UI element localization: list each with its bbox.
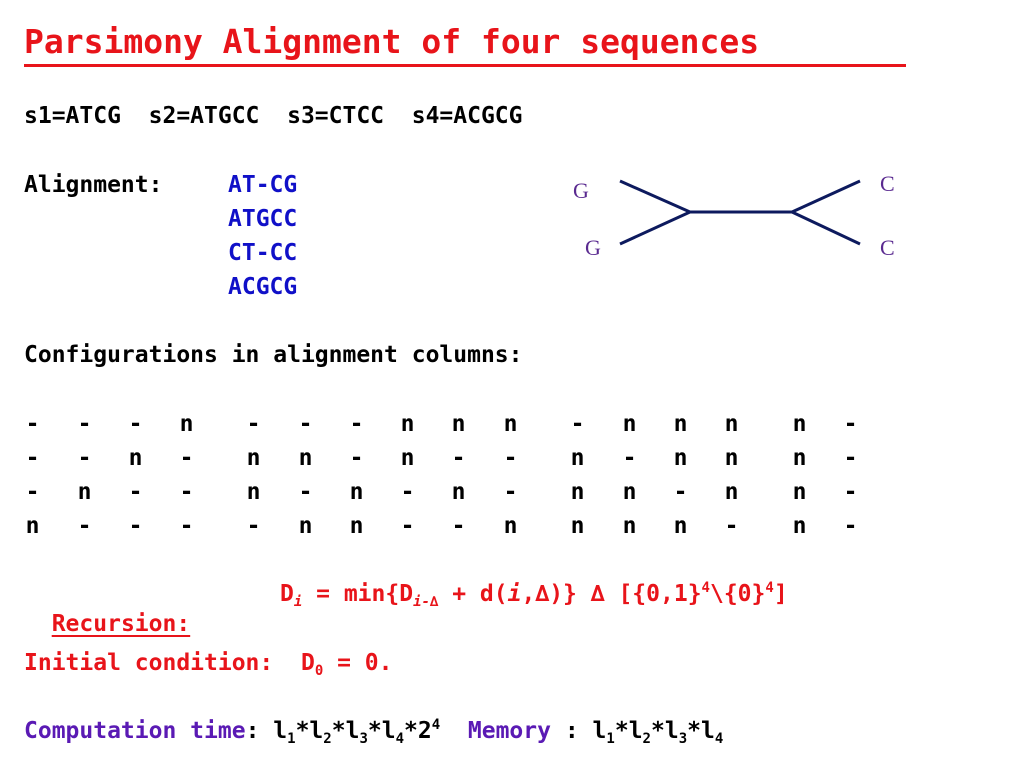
sequence-list: s1=ATCG s2=ATGCC s3=CTCC s4=ACGCG <box>24 103 523 129</box>
config-cell: - <box>451 513 466 539</box>
config-cell: - <box>179 479 194 505</box>
config-cell: n <box>349 513 364 539</box>
config-cell: n <box>246 445 261 471</box>
config-cell: n <box>503 513 518 539</box>
tree-leaf-label: G <box>585 235 601 260</box>
config-cell: n <box>724 411 739 437</box>
config-cell: n <box>792 411 807 437</box>
alignment-label: Alignment: <box>24 172 163 198</box>
recursion-equation: Di = min{Di-∆ + d(i,∆)} ∆ [{0,1}4\{0}4] <box>280 580 788 610</box>
config-cell: n <box>400 445 415 471</box>
config-cell: - <box>570 411 585 437</box>
config-cell: - <box>503 479 518 505</box>
config-cell: - <box>77 513 92 539</box>
configurations-heading: Configurations in alignment columns: <box>24 342 523 368</box>
config-cell: - <box>451 445 466 471</box>
config-cell: - <box>843 411 858 437</box>
config-cell: n <box>298 513 313 539</box>
page-title: Parsimony Alignment of four sequences <box>24 22 760 61</box>
config-cell: n <box>451 411 466 437</box>
config-cell: - <box>349 445 364 471</box>
config-cell: n <box>349 479 364 505</box>
computation-time-label: Computation time <box>24 718 246 744</box>
config-cell: n <box>503 411 518 437</box>
config-cell: - <box>179 445 194 471</box>
recursion-formula: Recursion: Di = min{Di-∆ + d(i,∆)} ∆ [{0… <box>24 579 788 669</box>
alignment-row-2: ATGCC <box>228 206 298 232</box>
alignment-row-3: CT-CC <box>228 240 298 266</box>
config-cell: n <box>570 513 585 539</box>
initial-condition-label: Initial condition: <box>24 650 274 676</box>
config-cell: - <box>673 479 688 505</box>
config-cell: - <box>128 479 143 505</box>
config-cell: n <box>451 479 466 505</box>
tree-leaf-label: G <box>573 178 589 203</box>
config-cell: - <box>503 445 518 471</box>
config-cell: n <box>570 445 585 471</box>
alignment-row-4: ACGCG <box>228 274 298 300</box>
config-cell: - <box>843 445 858 471</box>
config-cell: - <box>77 411 92 437</box>
config-cell: n <box>792 479 807 505</box>
config-cell: - <box>246 411 261 437</box>
recursion-label: Recursion: <box>51 611 191 637</box>
config-cell: n <box>673 411 688 437</box>
config-cell: - <box>25 445 40 471</box>
config-cell: - <box>77 445 92 471</box>
config-cell: - <box>298 411 313 437</box>
config-cell: - <box>298 479 313 505</box>
tree-branch-bottom-left <box>619 210 691 246</box>
config-cell: n <box>298 445 313 471</box>
config-cell: n <box>792 513 807 539</box>
computation-line: Computation time: l1*l2*l3*l4*24 Memory … <box>24 717 724 747</box>
config-cell: - <box>179 513 194 539</box>
config-cell: - <box>349 411 364 437</box>
memory-label: Memory <box>467 718 551 744</box>
tree-branch-top-left <box>619 179 691 214</box>
config-cell: n <box>622 479 637 505</box>
config-cell: n <box>792 445 807 471</box>
config-cell: - <box>25 411 40 437</box>
config-cell: n <box>128 445 143 471</box>
config-cell: n <box>673 445 688 471</box>
tree-branch-bottom-right <box>791 210 861 246</box>
config-cell: n <box>622 513 637 539</box>
config-cell: - <box>128 411 143 437</box>
config-cell: - <box>400 513 415 539</box>
tree-branch-top-right <box>791 179 861 214</box>
config-cell: - <box>128 513 143 539</box>
config-cell: n <box>25 513 40 539</box>
config-cell: - <box>843 513 858 539</box>
tree-leaf-label: C <box>880 171 895 196</box>
config-cell: - <box>246 513 261 539</box>
tree-leaf-label: C <box>880 235 895 260</box>
alignment-row-1: AT-CG <box>228 172 298 198</box>
config-cell: n <box>179 411 194 437</box>
config-cell: n <box>246 479 261 505</box>
config-cell: n <box>724 479 739 505</box>
title-underline <box>24 64 906 67</box>
initial-condition: Initial condition: D0 = 0. <box>24 650 393 679</box>
config-cell: n <box>570 479 585 505</box>
config-cell: n <box>724 445 739 471</box>
config-cell: - <box>400 479 415 505</box>
config-cell: n <box>400 411 415 437</box>
config-cell: n <box>622 411 637 437</box>
config-cell: n <box>673 513 688 539</box>
config-cell: n <box>77 479 92 505</box>
config-cell: - <box>843 479 858 505</box>
config-cell: - <box>724 513 739 539</box>
config-cell: - <box>622 445 637 471</box>
config-cell: - <box>25 479 40 505</box>
